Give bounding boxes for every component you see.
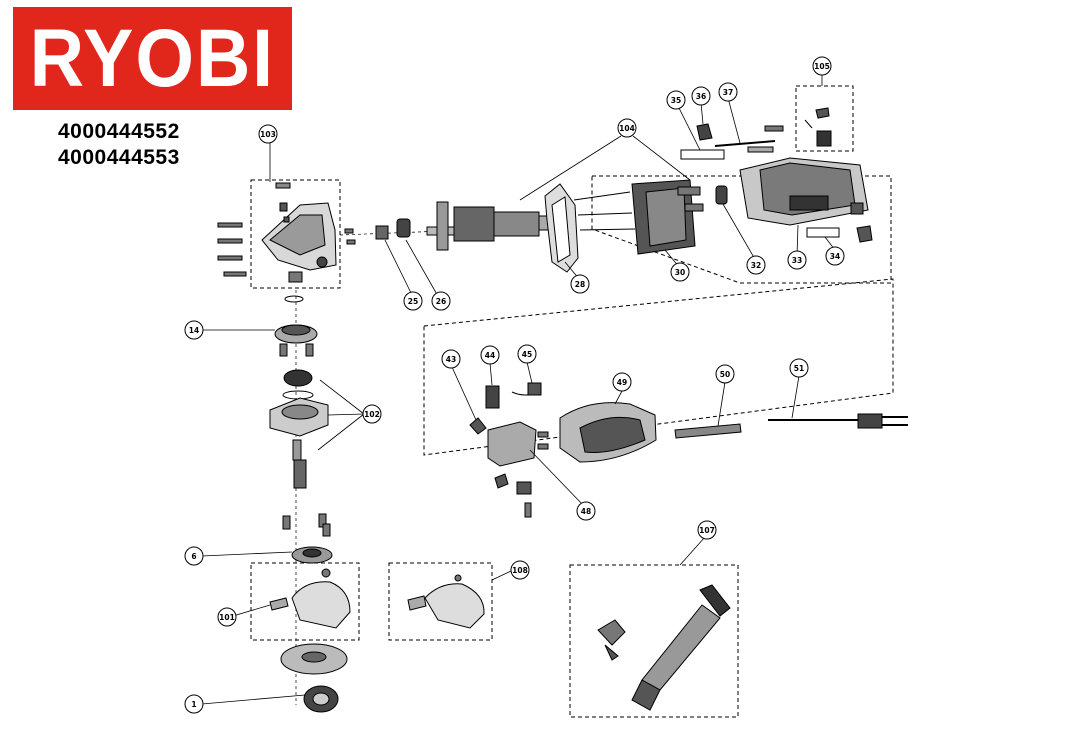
callout-108-label: 108	[512, 566, 528, 575]
callout-103: 103	[258, 124, 278, 144]
cord-guard	[674, 423, 742, 439]
rear-handle	[559, 402, 657, 463]
callout-105: 105	[812, 56, 832, 76]
wheel-guard	[269, 568, 351, 629]
callout-108: 108	[510, 560, 530, 580]
callout-35: 35	[666, 90, 686, 110]
callout-32-label: 32	[751, 261, 761, 270]
callout-30-label: 30	[675, 268, 685, 277]
callout-49-label: 49	[617, 378, 627, 387]
bearing-small	[375, 218, 411, 240]
callout-105-label: 105	[814, 62, 830, 71]
callout-37: 37	[718, 82, 738, 102]
flange-nut	[303, 685, 339, 713]
callout-50-label: 50	[720, 370, 730, 379]
callout-45-label: 45	[522, 350, 532, 359]
gear-head-part	[261, 182, 337, 303]
callout-101-label: 101	[219, 613, 235, 622]
callout-6-label: 6	[191, 552, 196, 561]
frame-switch	[795, 85, 854, 152]
gear-head-screws	[217, 222, 356, 277]
callout-36-label: 36	[696, 92, 706, 101]
frame-gear-head	[250, 179, 341, 289]
callout-107: 107	[697, 520, 717, 540]
brand-logo-text: RYOBI	[29, 12, 276, 104]
model-number-2: 4000444553	[58, 146, 180, 169]
callout-14: 14	[184, 320, 204, 340]
bearing-rear	[715, 185, 728, 205]
callout-48: 48	[576, 501, 596, 521]
callout-51: 51	[789, 358, 809, 378]
callout-101: 101	[217, 607, 237, 627]
callout-104-label: 104	[619, 124, 635, 133]
flange-part	[274, 324, 318, 357]
callout-44-label: 44	[485, 351, 495, 360]
callout-26-label: 26	[436, 297, 446, 306]
leader-lines	[201, 73, 836, 705]
brush-holder-parts	[469, 382, 549, 518]
callout-43-label: 43	[446, 355, 456, 364]
callout-1: 1	[184, 694, 204, 714]
wheel-guard-alt	[407, 574, 485, 629]
frame-guard	[250, 562, 360, 641]
callout-32: 32	[746, 255, 766, 275]
callout-25: 25	[403, 291, 423, 311]
callout-43: 43	[441, 349, 461, 369]
callout-48-label: 48	[581, 507, 591, 516]
callout-1-label: 1	[191, 700, 196, 709]
callout-36: 36	[691, 86, 711, 106]
frame-side-handle	[569, 564, 739, 718]
callout-26: 26	[431, 291, 451, 311]
switch-parts	[680, 123, 873, 243]
baffle-ring	[544, 183, 579, 273]
part-callouts: 103 25 26 104 28 30 32 33 34 35 36 37 10…	[184, 56, 845, 714]
callout-33-label: 33	[792, 256, 802, 265]
armature-part	[426, 201, 552, 251]
callout-104: 104	[617, 118, 637, 138]
callout-6: 6	[184, 546, 204, 566]
callout-33: 33	[787, 250, 807, 270]
switch-assembly	[804, 107, 832, 147]
callout-34-label: 34	[830, 252, 840, 261]
model-number-1: 4000444552	[58, 120, 180, 143]
callout-50: 50	[715, 364, 735, 384]
callout-37-label: 37	[723, 88, 733, 97]
frame-handle-group	[423, 278, 894, 456]
power-cord	[768, 413, 908, 429]
callout-14-label: 14	[189, 326, 199, 335]
callout-49: 49	[612, 372, 632, 392]
callout-107-label: 107	[699, 526, 715, 535]
frame-guard-alt	[388, 562, 493, 641]
grinding-disc	[280, 643, 348, 675]
callout-30: 30	[670, 262, 690, 282]
callout-28-label: 28	[575, 280, 585, 289]
callout-103-label: 103	[260, 130, 276, 139]
callout-44: 44	[480, 345, 500, 365]
callout-45: 45	[517, 344, 537, 364]
spindle-nut	[291, 546, 333, 564]
brand-logo: RYOBI	[13, 7, 292, 110]
callout-28: 28	[570, 274, 590, 294]
field-coil	[573, 179, 704, 255]
side-handle	[597, 584, 731, 711]
callout-102-label: 102	[364, 410, 380, 419]
callout-25-label: 25	[408, 297, 418, 306]
callout-35-label: 35	[671, 96, 681, 105]
gear-assembly	[269, 369, 331, 537]
callout-102: 102	[362, 404, 382, 424]
motor-housing	[739, 157, 869, 226]
frame-motor-housing	[591, 175, 892, 284]
callout-34: 34	[825, 246, 845, 266]
callout-51-label: 51	[794, 364, 804, 373]
